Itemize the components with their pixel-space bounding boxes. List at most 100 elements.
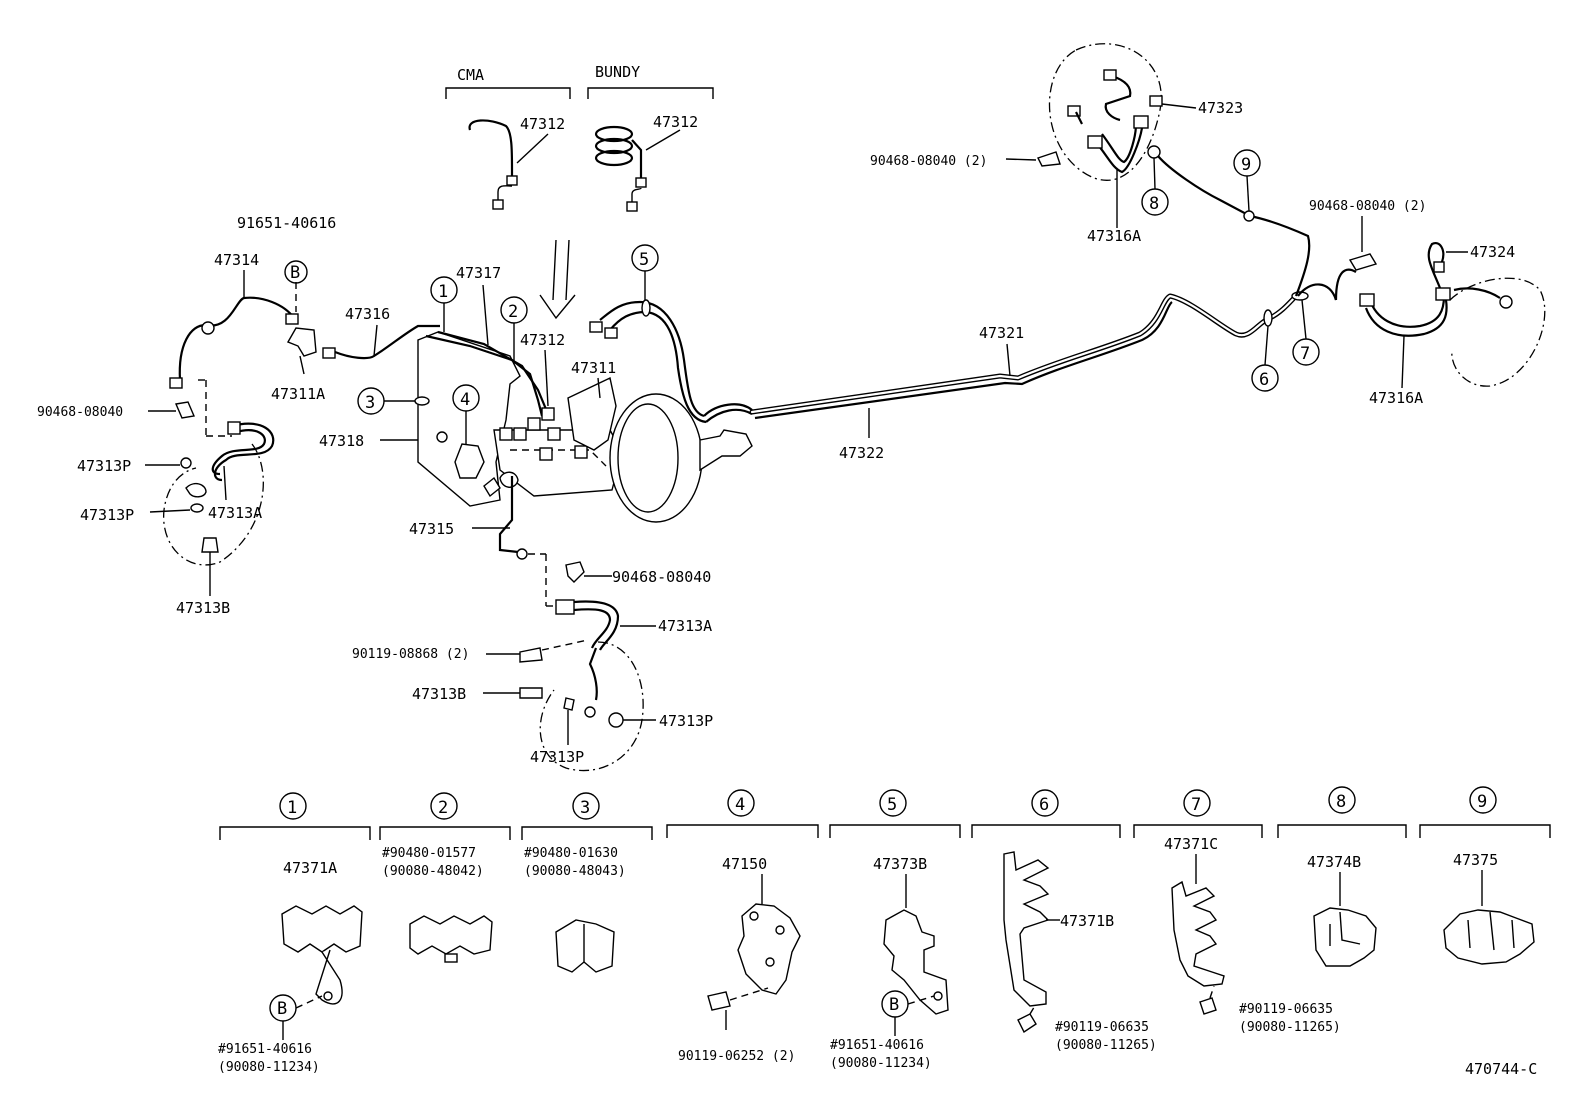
legend-item-2: 2 #90480-01577 (90080-48042) [379, 792, 511, 963]
callout-3-center-text: 3 [365, 393, 375, 413]
label-47313a-left: 47313A [208, 504, 262, 522]
legend-item-9: 9 47375 [1419, 786, 1551, 965]
legend-item-5: 5 47373B B #91651-40616 (90080-11234) [829, 789, 961, 1071]
legend-5-tag-text: B [889, 995, 899, 1015]
legend-9-num: 9 [1477, 792, 1487, 812]
label-47313p-1: 47313P [77, 457, 131, 475]
callout-b-top-text: B [290, 263, 300, 283]
diagram-code: 470744-C [1465, 1060, 1537, 1078]
legend-4-part: 47150 [722, 855, 767, 873]
label-47313p-2: 47313P [80, 506, 134, 524]
legend-5-callout [879, 789, 907, 817]
legend-7-alt: (90080-11265) [1239, 1020, 1341, 1035]
label-47313b-left: 47313B [176, 599, 230, 617]
callout-4-center-text: 4 [460, 390, 470, 410]
booster-feed-line: 5 [589, 244, 753, 424]
variant-bundy: BUNDY 47312 [587, 63, 714, 212]
legend-9-callout [1469, 786, 1497, 814]
legend-8-callout [1328, 786, 1356, 814]
legend-item-6: 6 47371B #90119-06635 (90080-11265) [971, 789, 1157, 1053]
legend-4-fastener: 90119-06252 (2) [678, 1049, 795, 1064]
callout-1-center-text: 1 [438, 282, 448, 302]
callout-9-center-text: 9 [1241, 155, 1251, 175]
legend-2-callout [430, 792, 458, 820]
legend-9-part: 47375 [1453, 851, 1498, 869]
label-90468-08040-left: 90468-08040 [37, 405, 123, 420]
label-47322: 47322 [839, 444, 884, 462]
legend-1-fastener: #91651-40616 [218, 1042, 312, 1057]
label-47313p-mid-b: 47313P [530, 748, 584, 766]
label-47321: 47321 [979, 324, 1024, 342]
legend-item-8: 8 47374B [1277, 786, 1407, 967]
label-47324: 47324 [1470, 243, 1515, 261]
legend-3-part: #90480-01630 [524, 846, 618, 861]
label-47313p-mid-r: 47313P [659, 712, 713, 730]
legend-7-num: 7 [1191, 795, 1201, 815]
label-90119-08868: 90119-08868 (2) [352, 647, 469, 662]
label-47312-center: 47312 [520, 331, 565, 349]
callout-8-center-text: 8 [1149, 194, 1159, 214]
callout-6-center-text: 6 [1259, 370, 1269, 390]
label-90468-08040-right: 90468-08040 (2) [1309, 199, 1426, 214]
callout-b-top [284, 260, 308, 284]
variant-cma: CMA 47312 [445, 66, 571, 210]
left-front-brake: 91651-40616 B 47314 47311A 47316 90468-0… [37, 214, 440, 617]
legend-item-1: 1 47371A B #91651-40616 (90080-11234) [218, 792, 371, 1075]
label-47313a-mid: 47313A [658, 617, 712, 635]
legend-item-4: 4 47150 90119-06252 (2) [666, 789, 819, 1064]
rear-brake-top: 47323 90468-08040 (2) 47316A [870, 43, 1243, 245]
label-47317: 47317 [456, 264, 501, 282]
callout-2-center-text: 2 [508, 302, 518, 322]
label-47316: 47316 [345, 305, 390, 323]
label-47311a: 47311A [271, 385, 325, 403]
legend: 1 47371A B #91651-40616 (90080-11234) 2 … [218, 786, 1551, 1078]
legend-6-alt: (90080-11265) [1055, 1038, 1157, 1053]
label-91651-40616: 91651-40616 [237, 214, 336, 232]
label-47311: 47311 [571, 359, 616, 377]
legend-5-num: 5 [887, 795, 897, 815]
legend-item-3: 3 #90480-01630 (90080-48043) [521, 792, 653, 973]
legend-4-callout [727, 789, 755, 817]
arrow-down-icon [539, 239, 576, 320]
callout-5-center-text: 5 [639, 250, 649, 270]
legend-8-num: 8 [1336, 792, 1346, 812]
legend-1-tag-text: B [277, 999, 287, 1019]
legend-3-alt: (90080-48043) [524, 864, 626, 879]
legend-1-num: 1 [287, 798, 297, 818]
legend-2-alt: (90080-48042) [382, 864, 484, 879]
label-47316a-right: 47316A [1369, 389, 1423, 407]
legend-6-fastener: #90119-06635 [1055, 1020, 1149, 1035]
label-47318: 47318 [319, 432, 364, 450]
legend-7-callout [1183, 789, 1211, 817]
legend-7-part: 47371C [1164, 835, 1218, 853]
legend-5-part: 47373B [873, 855, 927, 873]
label-47312-bundy: 47312 [653, 113, 698, 131]
legend-5-fastener: #91651-40616 [830, 1038, 924, 1053]
master-cylinder-assembly: 47317 1 2 47312 3 4 47318 47311 [319, 264, 753, 772]
label-90468-08040-top: 90468-08040 (2) [870, 154, 987, 169]
legend-6-num: 6 [1039, 795, 1049, 815]
legend-item-7: 7 47371C #90119-06635 (90080-11265) [1133, 789, 1341, 1035]
legend-6-callout [1031, 789, 1059, 817]
label-47314: 47314 [214, 251, 259, 269]
legend-2-part: #90480-01577 [382, 846, 476, 861]
legend-1-part: 47371A [283, 859, 337, 877]
legend-5-alt: (90080-11234) [830, 1056, 932, 1071]
legend-4-num: 4 [735, 795, 745, 815]
legend-1-callout [279, 792, 307, 820]
label-47313b-mid: 47313B [412, 685, 466, 703]
rear-brake-lines: 47321 47322 6 7 9 8 [749, 145, 1357, 462]
callout-7-center-text: 7 [1300, 344, 1310, 364]
label-90468-08040-mid: 90468-08040 [612, 568, 711, 586]
legend-2-num: 2 [438, 798, 448, 818]
legend-3-callout [572, 792, 600, 820]
rear-brake-right: 90468-08040 (2) 47316A 47324 [1309, 199, 1546, 407]
legend-1-alt: (90080-11234) [218, 1060, 320, 1075]
legend-7-fastener: #90119-06635 [1239, 1002, 1333, 1017]
variant-bundy-label: BUNDY [595, 63, 640, 81]
label-47312-cma: 47312 [520, 115, 565, 133]
legend-8-part: 47374B [1307, 853, 1361, 871]
label-47316a-top: 47316A [1087, 227, 1141, 245]
variant-cma-label: CMA [457, 66, 484, 84]
